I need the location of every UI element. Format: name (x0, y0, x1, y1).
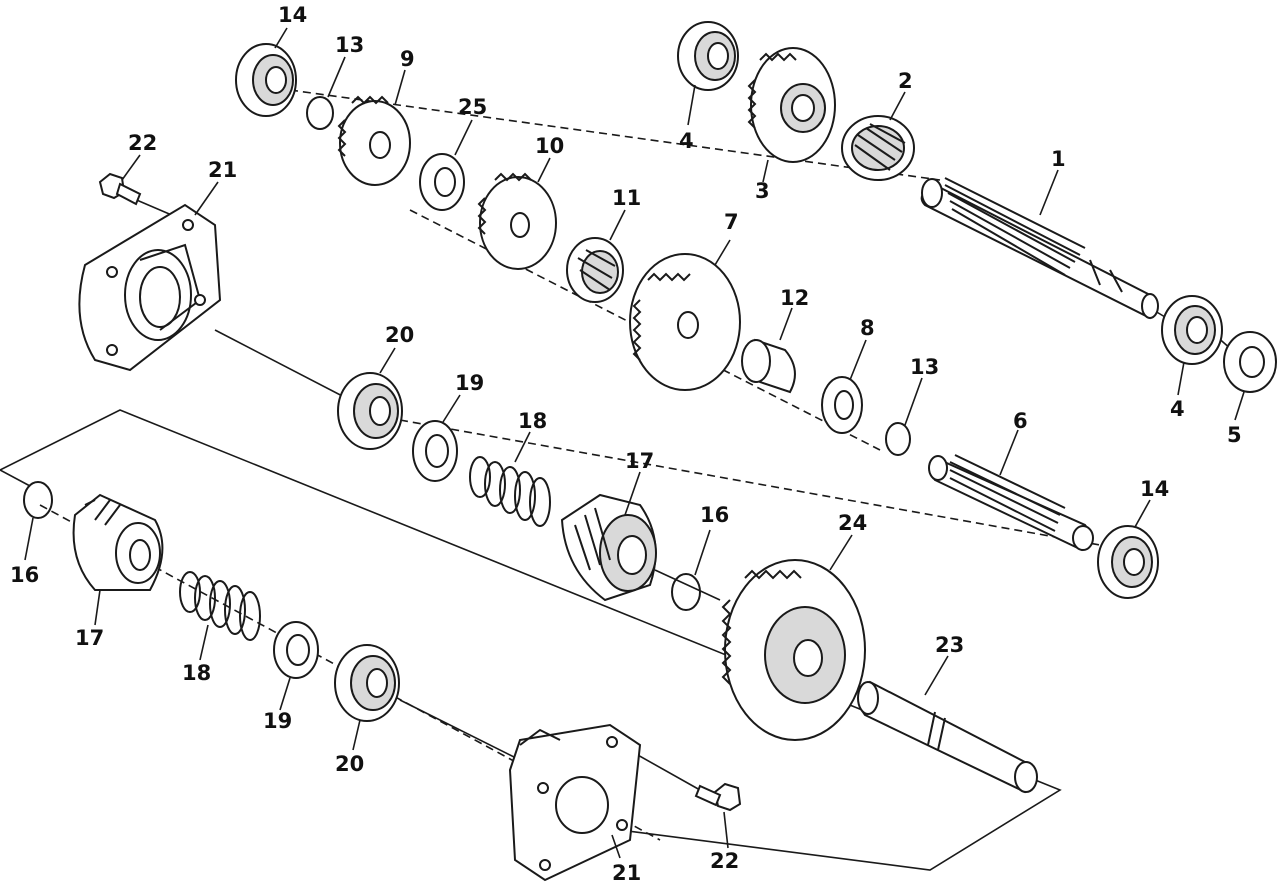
part-9-small-gear (337, 95, 411, 186)
callout-8: 8 (860, 316, 875, 340)
callout-2: 2 (898, 69, 913, 93)
part-14-bearing-upper (235, 43, 297, 117)
callout-19: 19 (455, 371, 484, 395)
callout-13: 13 (910, 355, 939, 379)
callout-5: 5 (1227, 423, 1242, 447)
part-3-gear (747, 47, 836, 163)
part-25-washer (419, 153, 465, 211)
part-22-bolt-upper (98, 172, 142, 206)
part-17-clutch-right (560, 493, 657, 602)
part-6-splined-shaft (928, 454, 1094, 552)
callout-17: 17 (625, 449, 654, 473)
callout-21: 21 (612, 861, 641, 885)
part-11-hub (566, 237, 624, 303)
callout-14: 14 (278, 3, 307, 27)
part-1-main-shaft (920, 177, 1159, 320)
callout-23: 23 (935, 633, 964, 657)
part-21-cover-upper (78, 203, 222, 372)
part-10-gear (477, 172, 557, 270)
callout-10: 10 (535, 134, 564, 158)
callout-24: 24 (838, 511, 867, 535)
part-19-washer-upper (412, 420, 458, 482)
callout-6: 6 (1013, 409, 1028, 433)
callout-17: 17 (75, 626, 104, 650)
callout-4: 4 (1170, 397, 1185, 421)
part-5-washer (1223, 331, 1277, 393)
callout-16: 16 (10, 563, 39, 587)
part-24-ring-gear (721, 559, 866, 741)
callout-1: 1 (1051, 147, 1066, 171)
part-20-bearing-upper (337, 372, 403, 450)
callout-22: 22 (128, 131, 157, 155)
leader-lines (24, 27, 1245, 859)
callout-25: 25 (458, 95, 487, 119)
callout-20: 20 (385, 323, 414, 347)
part-13-snap-ring-lower (885, 422, 911, 456)
part-17-clutch-left (72, 493, 164, 591)
callout-18: 18 (182, 661, 211, 685)
callout-18: 18 (518, 409, 547, 433)
part-22-bolt-lower (694, 782, 742, 812)
callout-13: 13 (335, 33, 364, 57)
callout-labels: 1 2 3 4 4 5 6 7 8 9 10 11 12 13 13 14 14… (10, 3, 1242, 885)
part-20-bearing-lower (334, 644, 400, 722)
callout-16: 16 (700, 503, 729, 527)
callout-22: 22 (710, 849, 739, 873)
callout-21: 21 (208, 158, 237, 182)
callout-12: 12 (780, 286, 809, 310)
part-13-snap-ring-upper (306, 96, 334, 130)
part-4-bearing-upper (677, 21, 739, 91)
callout-3: 3 (755, 179, 770, 203)
callout-14: 14 (1140, 477, 1169, 501)
callout-11: 11 (612, 186, 641, 210)
part-18-spring-right (469, 456, 551, 527)
part-7-large-gear (629, 253, 741, 391)
callout-20: 20 (335, 752, 364, 776)
part-19-washer-lower (273, 621, 319, 679)
part-18-spring-left (179, 571, 261, 641)
part-8-washer (821, 376, 863, 434)
part-2-needle-bearing (841, 115, 915, 181)
part-21-cover-lower (508, 723, 642, 882)
callout-4: 4 (679, 129, 694, 153)
part-16-circlip-left (23, 481, 53, 519)
callout-9: 9 (400, 47, 415, 71)
part-16-circlip-right (671, 573, 701, 611)
part-4-bearing-lower (1161, 295, 1223, 365)
part-23-output-shaft (857, 680, 1038, 794)
part-12-bushing (741, 338, 796, 394)
part-14-bearing-lower (1097, 525, 1159, 599)
callout-7: 7 (724, 210, 739, 234)
callout-19: 19 (263, 709, 292, 733)
